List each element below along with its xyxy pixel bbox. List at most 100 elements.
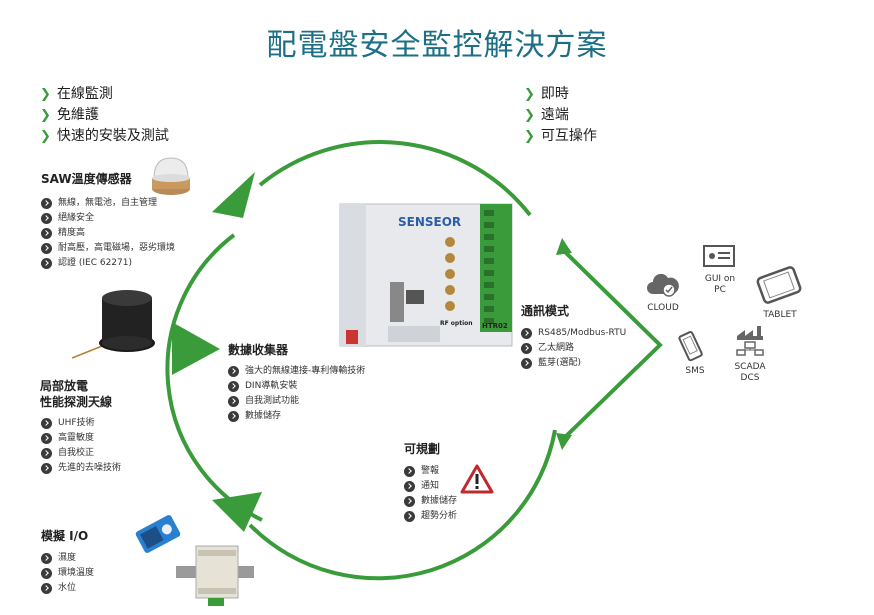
bullet-icon (41, 448, 52, 459)
chevron-connector (558, 245, 663, 442)
device-model: HTR02 (482, 322, 508, 330)
list-item: 精度高 (41, 226, 175, 241)
analog-heading: 模擬 I/O (41, 529, 89, 543)
bullet-icon (41, 463, 52, 474)
saw-heading: SAW溫度傳感器 (41, 172, 132, 186)
saw-list: 無線，無電池，自主管理 絕緣安全 精度高 耐高壓，高電磁場，惡劣環境 認證 (I… (41, 196, 175, 271)
chevron-right-icon: ❯ (524, 87, 535, 102)
list-item: 數據儲存 (404, 494, 457, 509)
list-item: 先進的去噪技術 (41, 461, 121, 476)
bullet-icon (228, 411, 239, 422)
programmable-heading: 可規劃 (404, 442, 441, 456)
list-item: 自我測試功能 (228, 394, 365, 409)
list-item: 高靈敏度 (41, 431, 121, 446)
saw-sensor-image (152, 157, 190, 195)
pd-antenna-image (72, 290, 155, 359)
collector-heading: 數據收集器 (228, 343, 289, 357)
arrow-icon (212, 172, 255, 218)
sms-phone-icon (678, 331, 703, 362)
bullet-icon (404, 511, 415, 522)
list-item: 自我校正 (41, 446, 121, 461)
bullet-icon (521, 343, 532, 354)
list-item: 趨勢分析 (404, 509, 457, 524)
warning-icon (460, 464, 494, 494)
humidity-sensor-image (135, 515, 181, 553)
arrow-icon (212, 492, 262, 532)
list-item: 警報 (404, 464, 457, 479)
feature-item: ❯遠端 (524, 107, 569, 123)
bullet-icon (521, 358, 532, 369)
analog-list: 濕度 環境溫度 水位 (41, 551, 94, 596)
bullet-icon (41, 228, 52, 239)
bullet-icon (404, 496, 415, 507)
bullet-icon (228, 366, 239, 377)
flow-arc-bottom (248, 429, 557, 581)
bullet-icon (41, 418, 52, 429)
bullet-icon (41, 583, 52, 594)
list-item: 無線，無電池，自主管理 (41, 196, 175, 211)
list-item: 濕度 (41, 551, 94, 566)
flow-arc-left (165, 233, 263, 522)
feature-item: ❯即時 (524, 86, 569, 102)
list-item: 強大的無線連接-專利傳輸技術 (228, 364, 365, 379)
tablet-icon (756, 266, 802, 304)
list-item: UHF技術 (41, 416, 121, 431)
cloud-icon (647, 273, 679, 297)
gui-pc-label: GUI on PC (704, 274, 736, 295)
arrow-icon (556, 238, 572, 255)
flow-arc-top (258, 140, 532, 217)
list-item: 藍芽(選配) (521, 356, 626, 371)
bullet-icon (404, 466, 415, 477)
comm-list: RS485/Modbus-RTU 乙太網路 藍芽(選配) (521, 326, 626, 371)
gui-pc-icon (703, 245, 735, 267)
bullet-icon (41, 568, 52, 579)
bullet-icon (41, 243, 52, 254)
bullet-icon (41, 553, 52, 564)
arrow-icon (172, 322, 220, 375)
feature-item: ❯可互操作 (524, 128, 597, 144)
cloud-label: CLOUD (647, 303, 679, 313)
tablet-label: TABLET (763, 310, 797, 320)
chevron-right-icon: ❯ (40, 87, 51, 102)
features-right: ❯即時 ❯遠端 ❯可互操作 (524, 83, 597, 146)
features-left: ❯在線監測 ❯免維護 ❯快速的安裝及測試 (40, 83, 169, 146)
list-item: 乙太網路 (521, 341, 626, 356)
data-collector-device-image (339, 203, 513, 347)
device-rf-label: RF option (440, 320, 473, 327)
list-item: 絕緣安全 (41, 211, 175, 226)
bullet-icon (41, 258, 52, 269)
bullet-icon (41, 433, 52, 444)
chevron-right-icon: ❯ (40, 129, 51, 144)
bullet-icon (41, 198, 52, 209)
list-item: DIN導軌安裝 (228, 379, 365, 394)
feature-item: ❯免維護 (40, 107, 99, 123)
bullet-icon (228, 381, 239, 392)
scada-factory-icon (736, 326, 764, 356)
device-brand: SENSEOR (398, 215, 462, 229)
list-item: 認證 (IEC 62271) (41, 256, 175, 271)
chevron-right-icon: ❯ (524, 129, 535, 144)
pd-heading: 局部放電 性能探測天線 (40, 379, 113, 409)
list-item: RS485/Modbus-RTU (521, 326, 626, 341)
arrow-icon (556, 433, 572, 450)
chevron-right-icon: ❯ (40, 108, 51, 123)
feature-item: ❯快速的安裝及測試 (40, 128, 169, 144)
comm-heading: 通訊模式 (521, 304, 570, 318)
bullet-icon (404, 481, 415, 492)
din-rail-module-image (176, 545, 254, 606)
programmable-list: 警報 通知 數據儲存 趨勢分析 (404, 464, 457, 524)
list-item: 通知 (404, 479, 457, 494)
collector-list: 強大的無線連接-專利傳輸技術 DIN導軌安裝 自我測試功能 數據儲存 (228, 364, 365, 424)
bullet-icon (41, 213, 52, 224)
scada-label: SCADA DCS (734, 362, 766, 383)
list-item: 環境溫度 (41, 566, 94, 581)
sms-label: SMS (685, 366, 705, 376)
feature-item: ❯在線監測 (40, 86, 113, 102)
list-item: 耐高壓，高電磁場，惡劣環境 (41, 241, 175, 256)
page-title: 配電盤安全監控解決方案 (266, 28, 608, 63)
bullet-icon (521, 328, 532, 339)
list-item: 水位 (41, 581, 94, 596)
list-item: 數據儲存 (228, 409, 365, 424)
bullet-icon (228, 396, 239, 407)
